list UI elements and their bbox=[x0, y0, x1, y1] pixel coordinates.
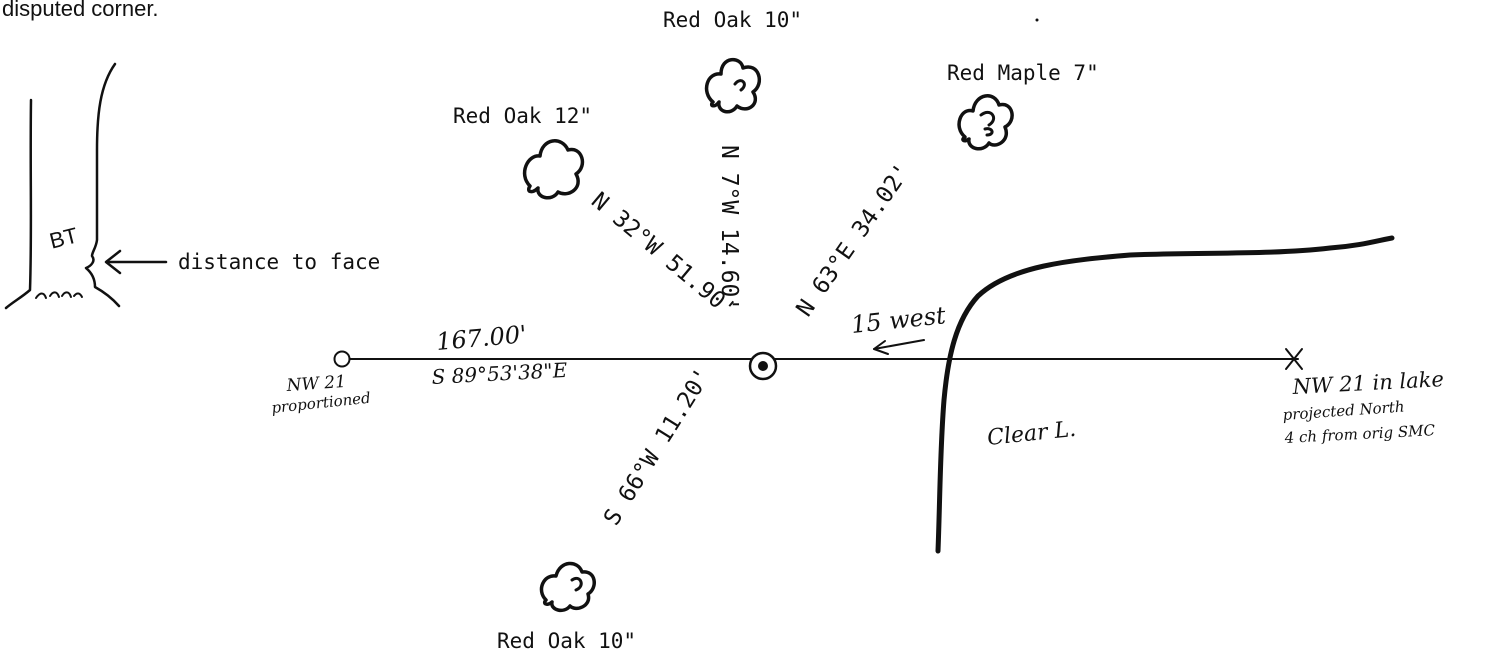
tree-canopy-icon bbox=[522, 139, 585, 200]
tree-red-maple-7 bbox=[957, 94, 1014, 151]
offset-note-label: 15 west bbox=[850, 301, 948, 339]
tree-label-red-oak-10-north: Red Oak 10" bbox=[663, 8, 802, 32]
lake-shoreline bbox=[935, 235, 1395, 554]
tree-trunk-left-edge bbox=[4, 98, 33, 310]
tree-red-oak-10-north bbox=[704, 58, 762, 114]
corner-center-dot bbox=[758, 361, 768, 371]
bearing-label-n63e: N 63°E 34.02' bbox=[792, 159, 917, 321]
offset-arrow-head bbox=[873, 340, 889, 355]
bearing-label-s66w: S 66°W 11.20' bbox=[599, 364, 716, 530]
east-end-label-3: 4 ch from orig SMC bbox=[1283, 421, 1436, 447]
tree-label-red-oak-10-south: Red Oak 10" bbox=[497, 629, 636, 653]
ink-dot bbox=[1035, 18, 1039, 22]
tree-label-red-maple-7: Red Maple 7" bbox=[947, 61, 1099, 85]
tree-red-oak-10-south bbox=[539, 561, 596, 613]
tree-roots bbox=[35, 291, 83, 299]
tree-label-red-oak-12: Red Oak 12" bbox=[453, 104, 592, 128]
east-end-label-2: projected North bbox=[1282, 398, 1405, 424]
tree-canopy-icon bbox=[704, 58, 762, 114]
east-end-label-1: NW 21 in lake bbox=[1291, 367, 1444, 399]
west-corner-marker bbox=[333, 350, 351, 368]
tree-canopy-icon bbox=[957, 94, 1014, 151]
east-corner-x-marker bbox=[1285, 348, 1303, 370]
face-arrow-head bbox=[104, 249, 122, 275]
corner-monument bbox=[748, 351, 778, 381]
tree-canopy-detail bbox=[570, 576, 583, 592]
line-distance-label: 167.00' bbox=[435, 320, 528, 356]
lake-label: Clear L. bbox=[986, 417, 1077, 451]
bearing-labels: N 7°W 14.60'N 63°E 34.02'N 32°W 51.90'S … bbox=[586, 145, 916, 530]
bearing-label-n7w: N 7°W 14.60' bbox=[716, 145, 742, 311]
bearing-tree-sketch: BT distance to face bbox=[4, 62, 380, 310]
tree-canopy-detail bbox=[733, 79, 746, 92]
distance-to-face-label: distance to face bbox=[178, 250, 380, 274]
tree-canopy-detail bbox=[979, 110, 995, 137]
offset-arrow-shaft bbox=[873, 339, 925, 350]
tree-trunk-right-edge bbox=[84, 62, 121, 308]
bt-label: BT bbox=[47, 223, 80, 254]
west-end-label-1: NW 21 bbox=[285, 372, 347, 396]
line-bearing-label: S 89°53'38"E bbox=[431, 358, 568, 389]
caption-fragment: disputed corner. bbox=[2, 0, 159, 21]
survey-line: 167.00' S 89°53'38"E NW 21 proportioned bbox=[271, 320, 1303, 417]
tree-canopy-icon bbox=[539, 561, 596, 613]
tree-red-oak-12 bbox=[522, 139, 585, 200]
offset-note: 15 west bbox=[850, 301, 948, 355]
west-end-label-2: proportioned bbox=[271, 389, 372, 417]
